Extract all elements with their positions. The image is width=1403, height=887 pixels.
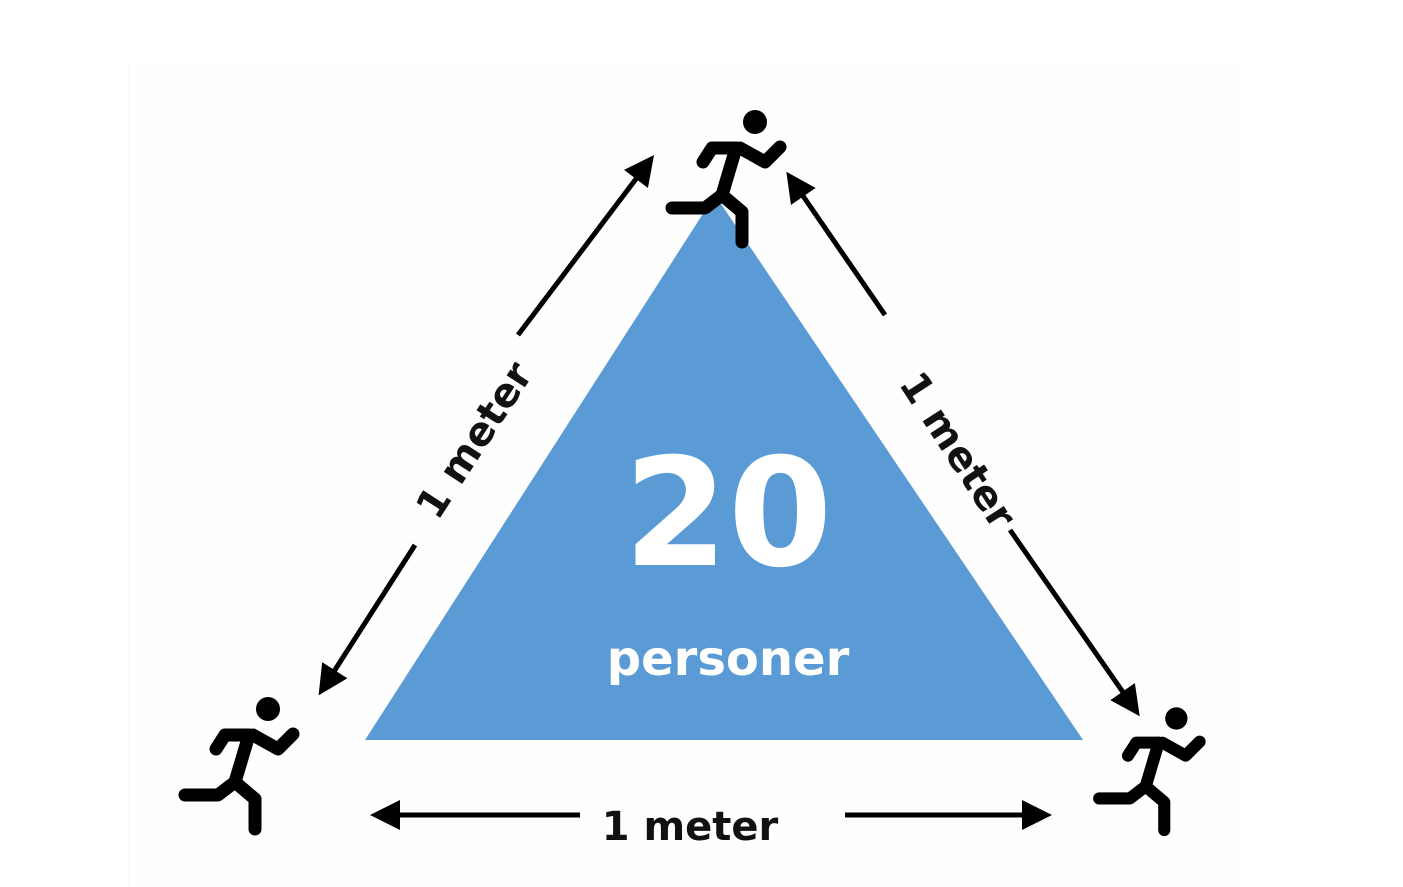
triangle — [365, 195, 1083, 740]
arrow-left-lower — [318, 543, 418, 696]
distance-label-bottom: 1 meter — [602, 804, 779, 850]
arrow-right-upper — [786, 171, 888, 317]
running-person-icon — [1099, 707, 1199, 830]
running-person-icon — [185, 697, 293, 829]
person-count: 20 — [624, 427, 833, 601]
runner-bottom-left — [185, 697, 293, 829]
runner-bottom-right — [1099, 707, 1199, 830]
arrow-right-lower — [1007, 528, 1140, 717]
person-count-unit: personer — [607, 631, 850, 687]
arrow-left-upper — [516, 155, 655, 337]
